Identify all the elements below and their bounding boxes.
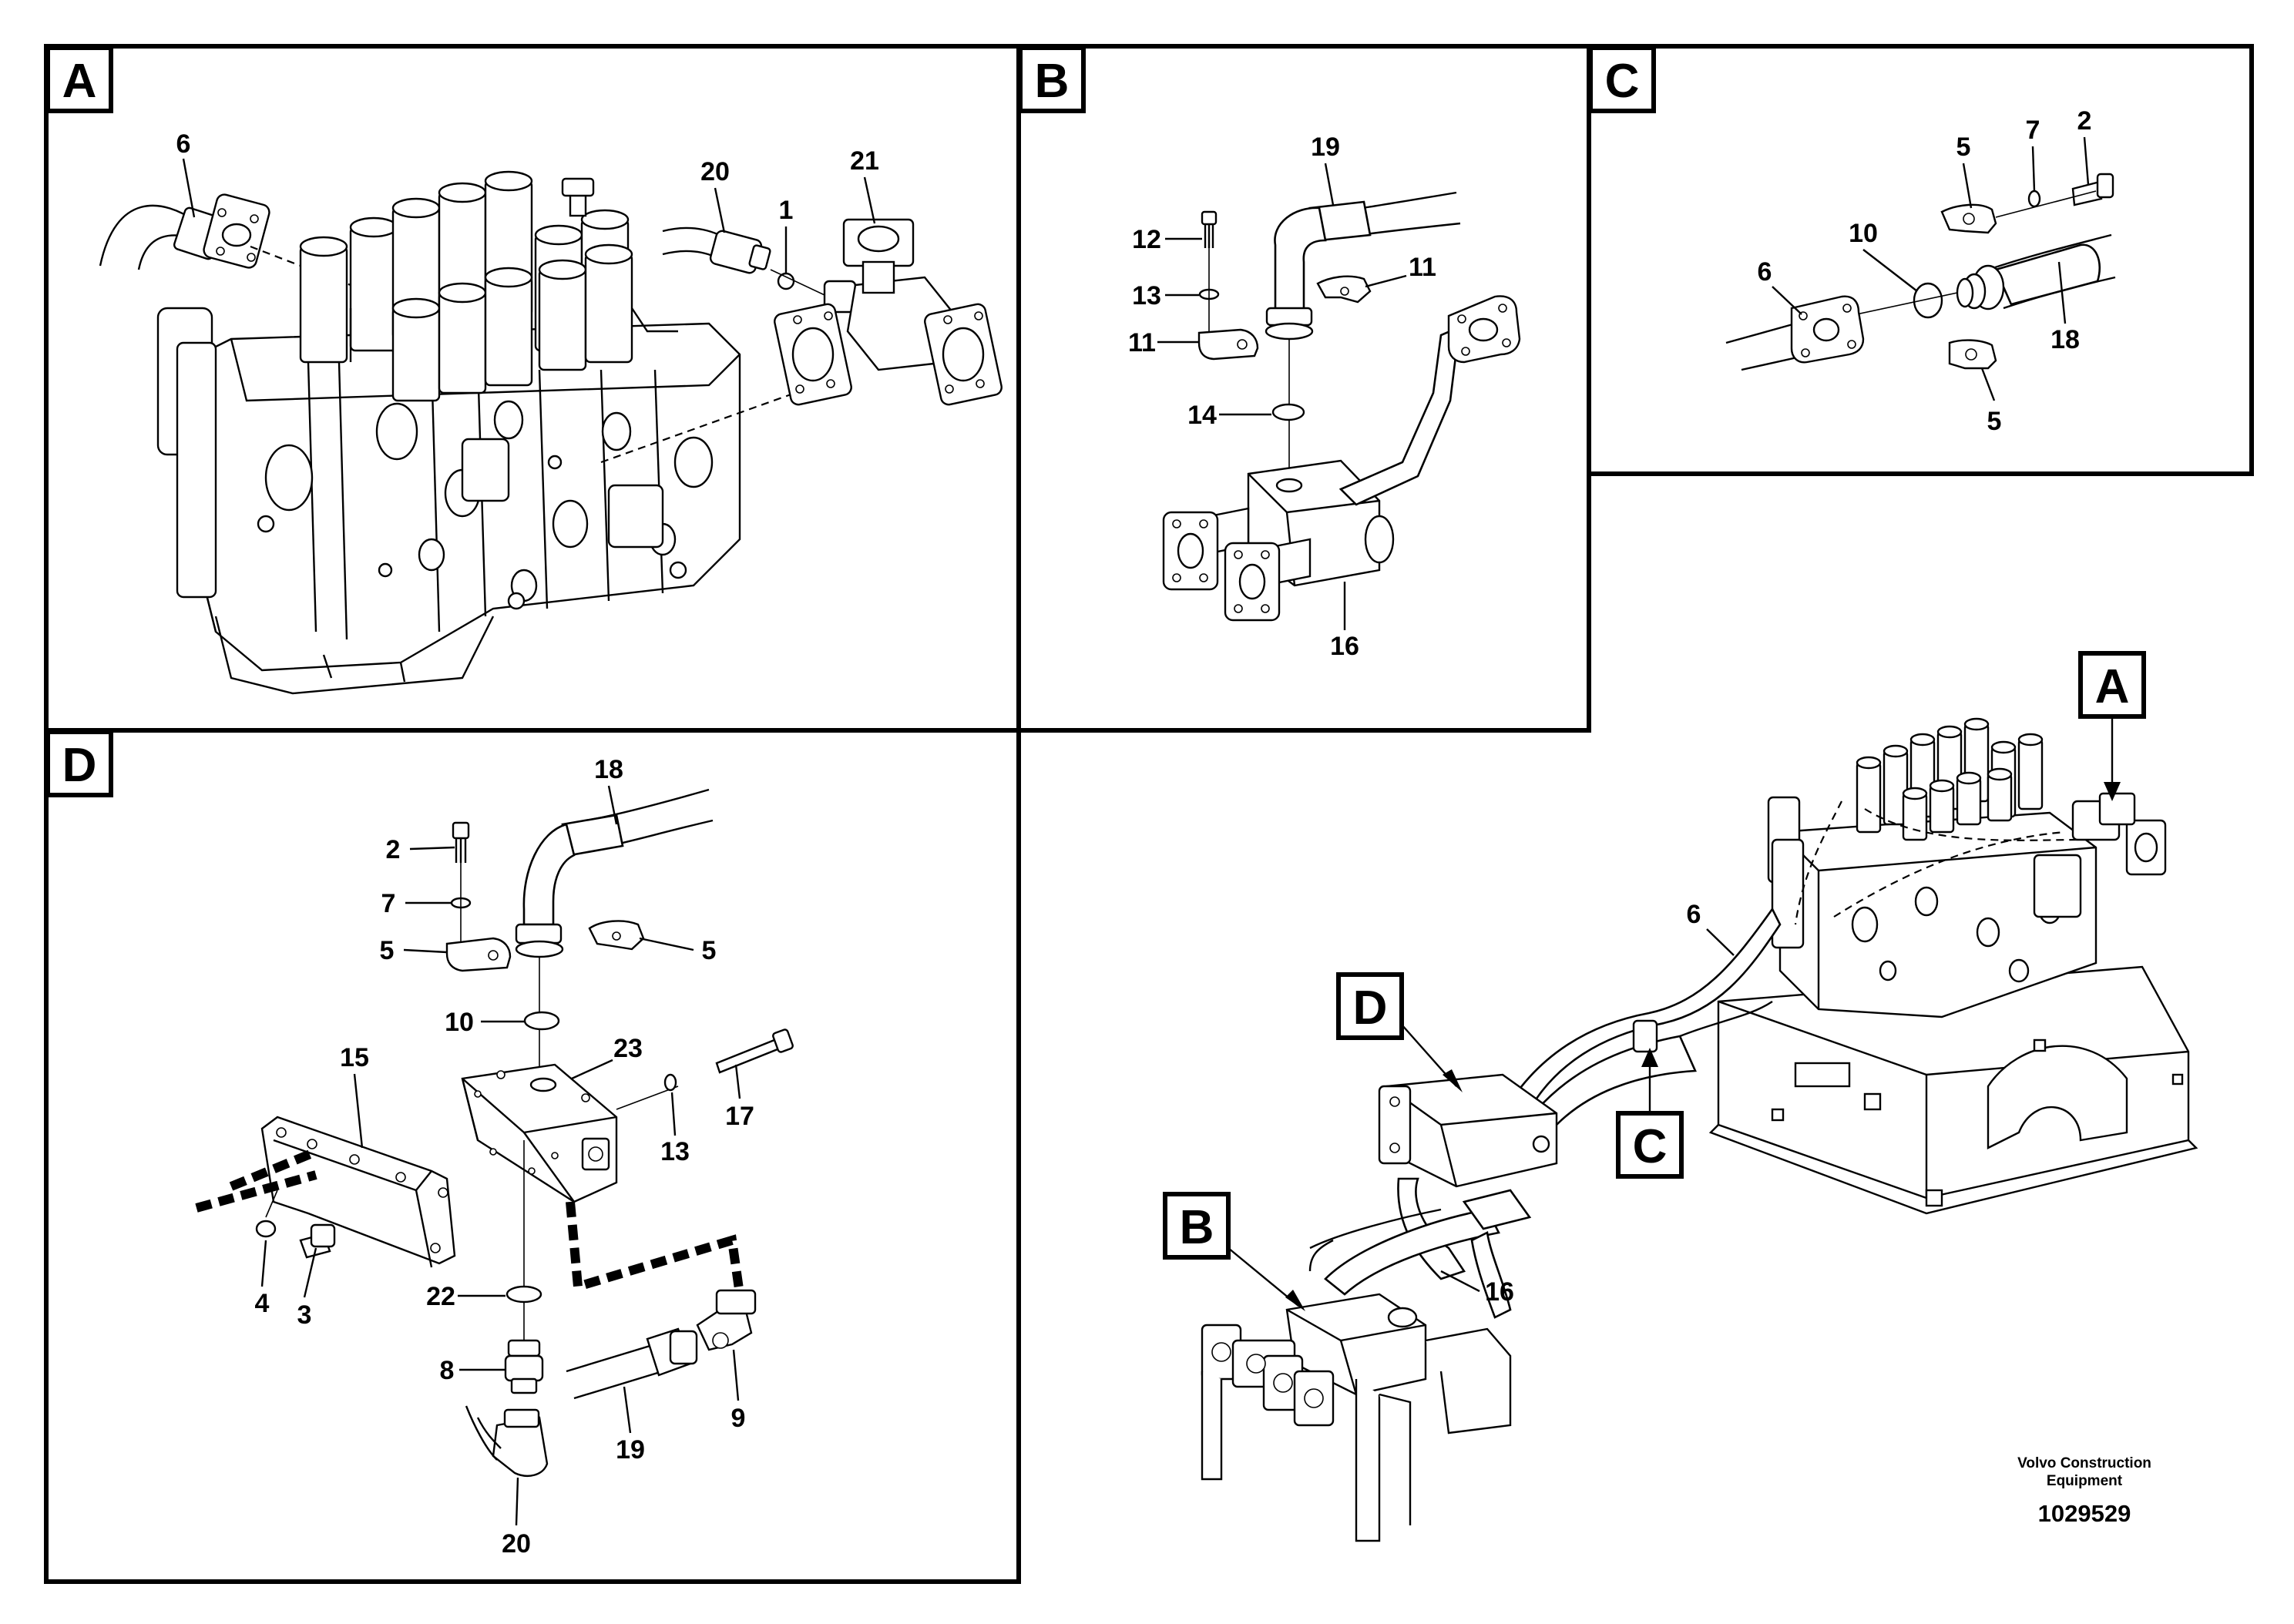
footer-brand-line2: Equipment	[2047, 1473, 2123, 1489]
callout-d-18: 18	[594, 755, 623, 784]
callout-d-9: 9	[731, 1404, 746, 1433]
flange-right-outlet	[1224, 542, 1281, 622]
callout-d-23: 23	[613, 1034, 643, 1063]
callout-d-22: 22	[426, 1282, 455, 1311]
flange-right	[924, 303, 1003, 406]
panel-a-drawing: 6 20 1 21	[99, 129, 1003, 695]
callout-d-5a: 5	[380, 936, 395, 965]
callout-b-12: 12	[1132, 225, 1161, 254]
fitting-8	[504, 1339, 544, 1394]
overview-manifold-b	[1201, 1293, 1512, 1542]
callout-overview-6: 6	[1687, 900, 1701, 929]
callout-c-5a: 5	[1956, 133, 1971, 162]
control-valve-spools	[299, 170, 678, 402]
flange-6-c	[1790, 295, 1865, 364]
callout-d-13: 13	[660, 1137, 690, 1166]
bracket-15	[260, 1116, 456, 1268]
callout-d-2: 2	[386, 835, 401, 864]
callout-b-13: 13	[1132, 281, 1161, 310]
panel-c-letter: C	[1605, 55, 1640, 108]
overview-letter-b: B	[1180, 1201, 1214, 1254]
block-23	[461, 1063, 618, 1203]
overview-manifold-d	[1378, 1073, 1558, 1188]
manifold-16	[1162, 295, 1521, 622]
callout-d-20: 20	[502, 1529, 531, 1559]
callout-overview-16: 16	[1485, 1277, 1514, 1307]
panel-b-letter: B	[1035, 55, 1070, 108]
callout-d-3: 3	[297, 1300, 312, 1330]
callout-c-6: 6	[1758, 257, 1772, 287]
overview-control-valve	[1767, 717, 2167, 1018]
o-ring-10	[1913, 282, 1943, 319]
o-ring-10-d	[523, 1011, 560, 1031]
callout-c-10: 10	[1849, 219, 1878, 248]
flange-left	[774, 303, 852, 406]
hose-19-fitting-9	[566, 1289, 757, 1400]
panel-b-border	[1016, 44, 1591, 733]
overview-letter-a: A	[2095, 660, 2130, 713]
elbow-20	[465, 1405, 549, 1477]
callout-c-2: 2	[2077, 106, 2092, 136]
fitting-20	[662, 226, 771, 274]
overview-tag-c: C	[1616, 1048, 1684, 1179]
callout-c-5b: 5	[1987, 407, 2002, 436]
o-ring-1	[777, 272, 795, 290]
footer-brand-line1: Volvo Construction	[2017, 1455, 2151, 1471]
flange-left-outlet	[1162, 511, 1219, 591]
callout-a-1: 1	[779, 196, 794, 225]
panel-c-tag: C	[1588, 45, 1656, 113]
panel-d-letter: D	[62, 739, 97, 792]
callout-b-11a: 11	[1128, 328, 1156, 357]
overview-tag-d: D	[1336, 972, 1463, 1092]
callout-a-6: 6	[176, 129, 191, 159]
overview-clamp-c	[1632, 1019, 1658, 1053]
callout-d-8: 8	[440, 1356, 455, 1385]
flange-6	[203, 193, 270, 269]
overview-tag-a: A	[2078, 651, 2146, 801]
o-ring-22	[505, 1285, 542, 1304]
panel-b-drawing: 19 12 13 11 11 14 16	[1128, 133, 1521, 661]
callout-a-21: 21	[850, 146, 879, 176]
overview-letter-d: D	[1353, 981, 1388, 1035]
overview-drawing: A D C B 6 16	[1163, 651, 2198, 1542]
callout-c-18: 18	[2050, 325, 2080, 354]
control-valve-body	[156, 307, 741, 695]
pipe-flange	[1447, 295, 1521, 364]
callout-b-14: 14	[1187, 401, 1217, 430]
panel-a-letter: A	[62, 55, 97, 108]
footer: Volvo Construction Equipment 1029529	[2017, 1455, 2151, 1527]
callout-d-5b: 5	[702, 936, 717, 965]
panel-c-border	[1587, 44, 2254, 476]
overview-letter-c: C	[1633, 1120, 1668, 1173]
callout-d-15: 15	[340, 1043, 369, 1072]
overview-tag-b: B	[1163, 1192, 1305, 1311]
callout-b-11b: 11	[1409, 253, 1436, 282]
valve-base-frame	[1708, 965, 2198, 1215]
adapter-block-21	[774, 218, 1003, 406]
panel-d-drawing: 18 2 7 5 5 10 23 15 13 17 4 3 22 8 9 19 …	[195, 755, 794, 1559]
callout-c-7: 7	[2026, 116, 2040, 145]
callout-d-10: 10	[445, 1008, 474, 1037]
panel-a-tag: A	[45, 45, 113, 113]
callout-d-17: 17	[725, 1102, 754, 1131]
callout-b-19: 19	[1311, 133, 1340, 162]
panel-d-border	[44, 728, 1021, 1584]
callout-d-4: 4	[255, 1289, 270, 1318]
callout-d-7: 7	[381, 889, 396, 918]
panel-borders	[44, 44, 2254, 1584]
callout-b-16: 16	[1330, 632, 1359, 661]
panel-c-drawing: 5 7 2 10 6 18 5	[1725, 106, 2116, 436]
drawing-number: 1029529	[2038, 1500, 2131, 1527]
panel-b-tag: B	[1018, 45, 1086, 113]
callout-a-20: 20	[700, 157, 730, 186]
panel-d-tag: D	[45, 730, 113, 797]
callout-d-19: 19	[616, 1435, 645, 1465]
o-ring-14	[1271, 403, 1305, 421]
